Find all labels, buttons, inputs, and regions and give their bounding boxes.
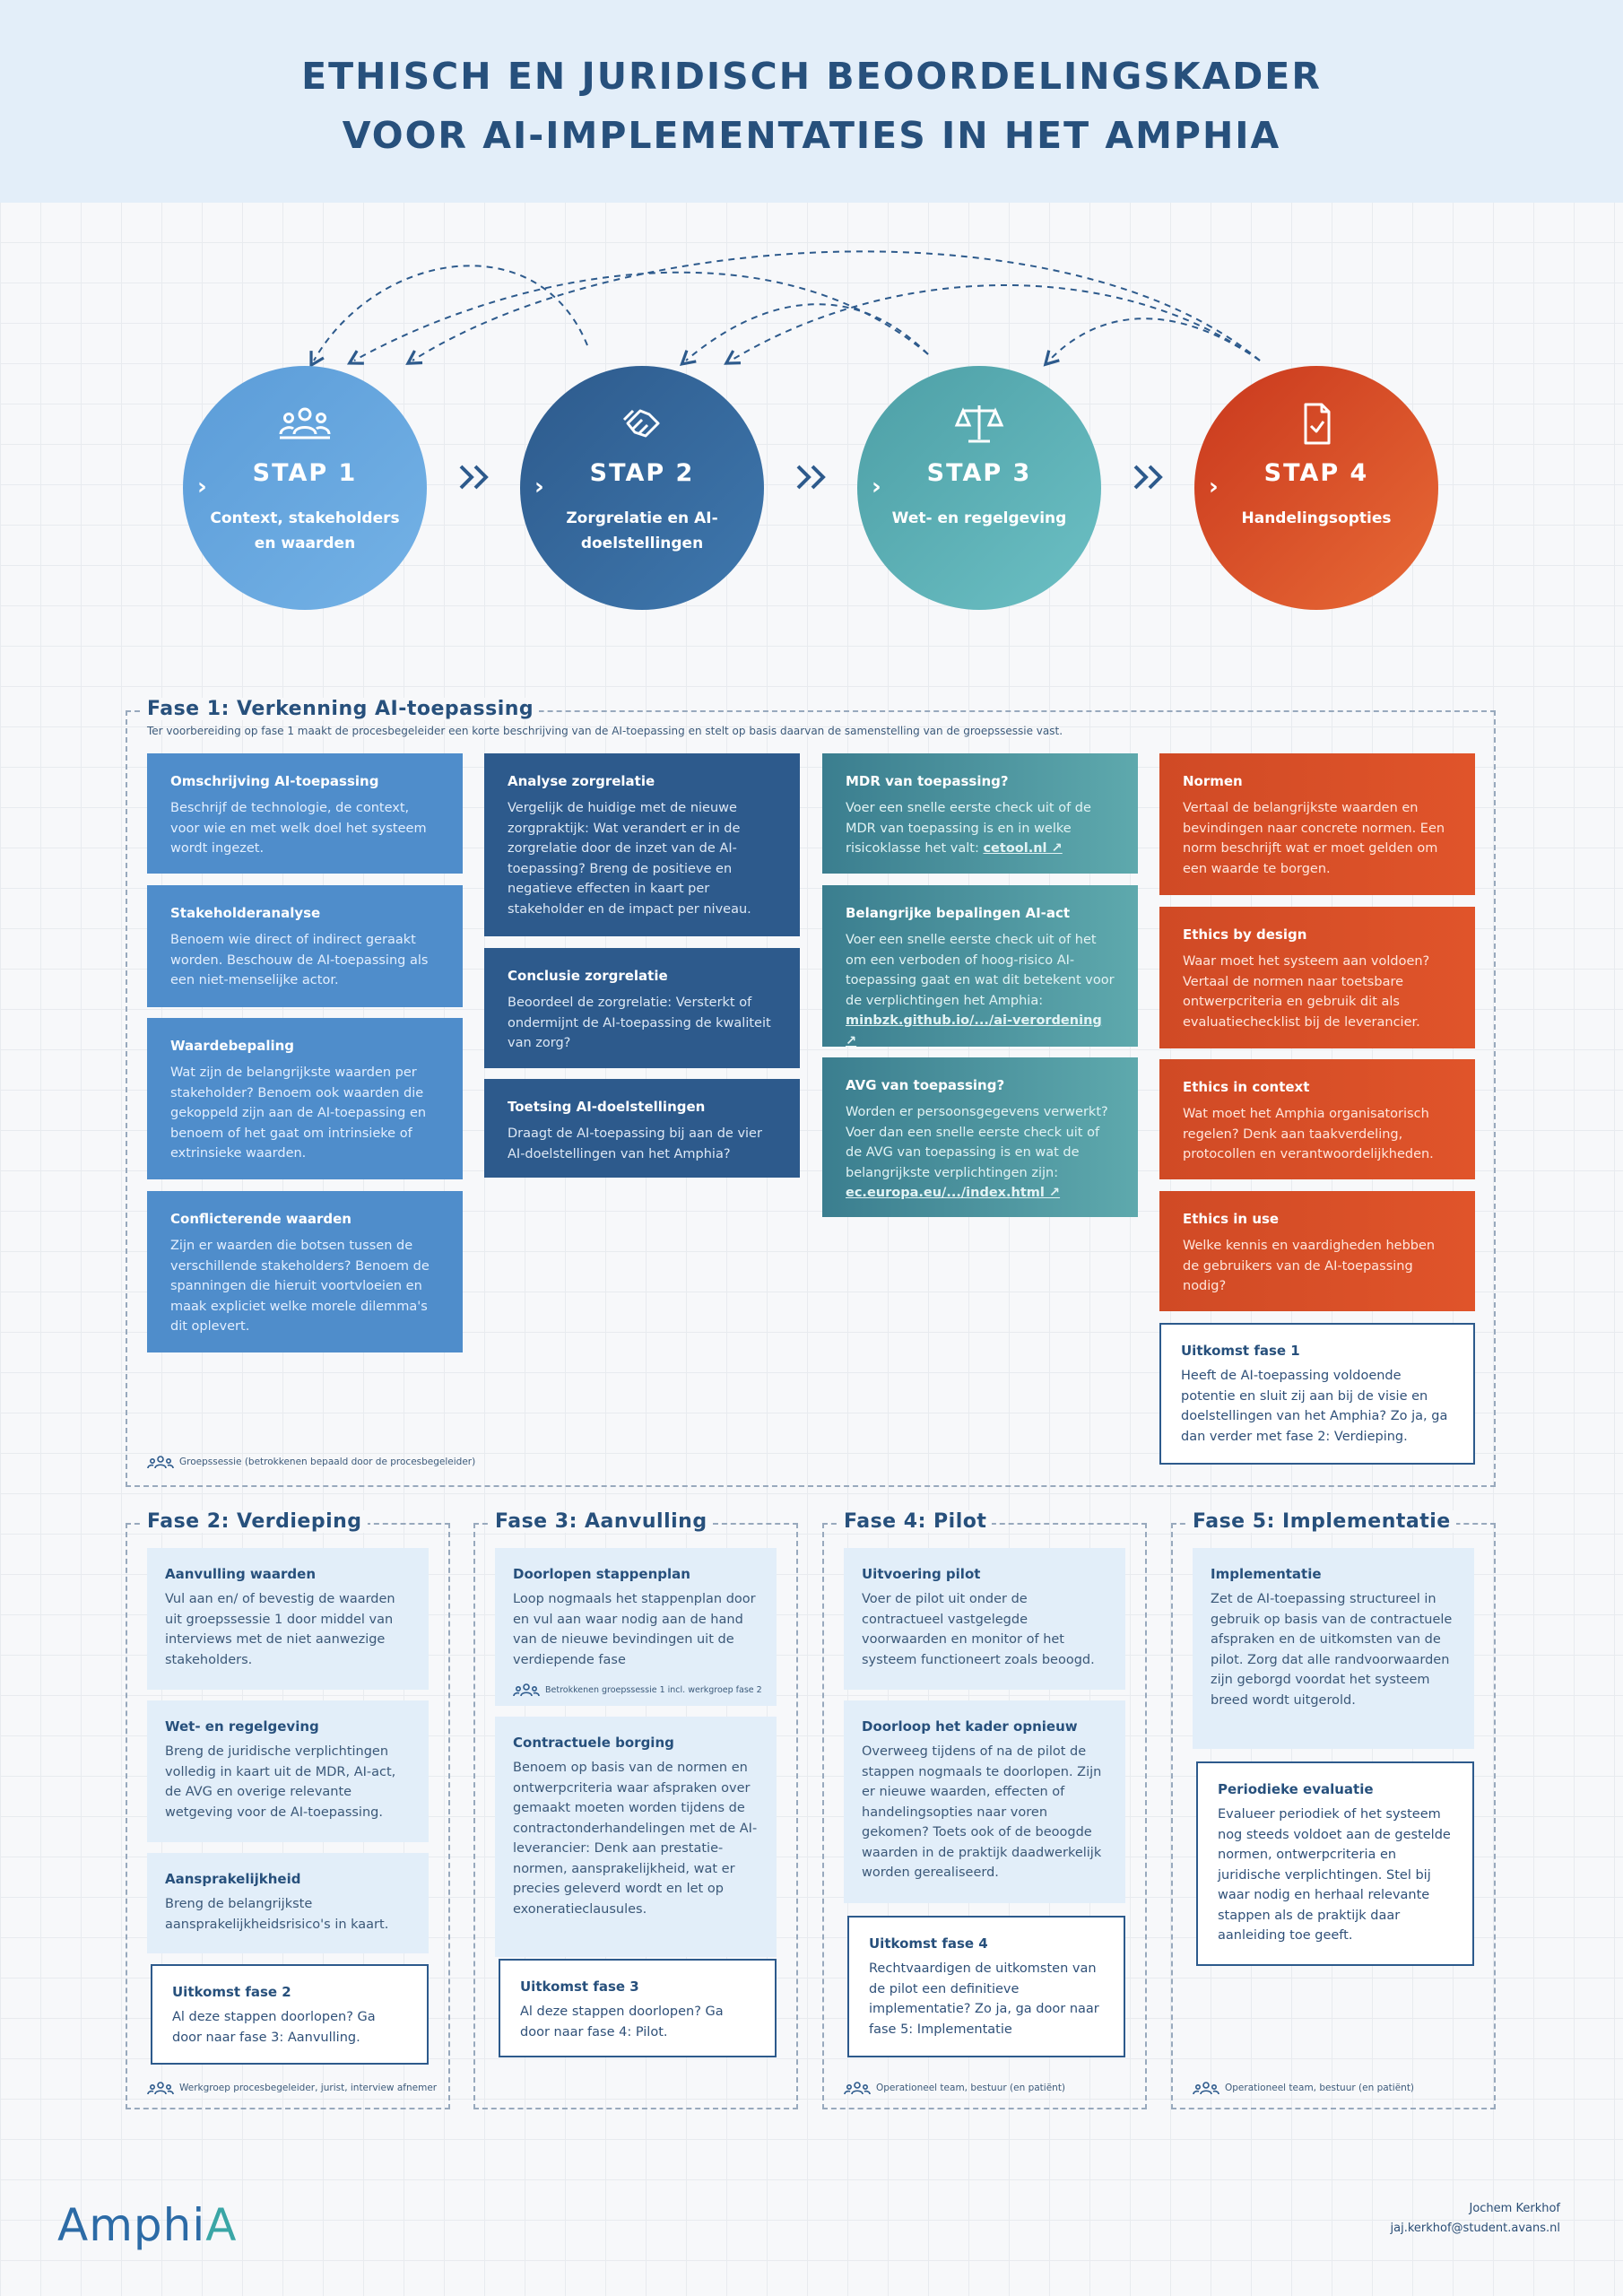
fase-4-footer: Operationeel team, bestuur (en patiënt)	[844, 2081, 1065, 2095]
step-2-circle: › STAP 2 Zorgrelatie en AI-doelstellinge…	[520, 366, 764, 610]
step-4-subtitle: Handelingsopties	[1241, 509, 1392, 527]
step-3-label: STAP 3	[926, 459, 1032, 487]
ec-europa-link[interactable]: ec.europa.eu/.../index.html ↗	[846, 1186, 1061, 1200]
handshake-icon	[622, 409, 660, 438]
arc-3-to-2	[679, 303, 929, 366]
feedback-arrows	[309, 250, 1261, 368]
header-band	[0, 0, 1623, 203]
double-chevron-icon	[1133, 465, 1163, 490]
page-title: ETHISCH EN JURIDISCH BEOORDELINGSKADER V…	[0, 47, 1623, 165]
cetool-link[interactable]: cetool.nl ↗	[983, 841, 1063, 856]
title-line-2: VOOR AI-IMPLEMENTATIES IN HET AMPHIA	[342, 114, 1281, 157]
fase-1-description: Ter voorbereiding op fase 1 maakt de pro…	[147, 725, 1063, 737]
double-chevron-icon	[459, 465, 489, 490]
arc-4-to-2	[724, 284, 1261, 365]
group-icon	[1193, 2082, 1219, 2095]
amphia-logo: AmphiA	[57, 2199, 238, 2251]
step-3-arrow: ›	[872, 474, 881, 500]
fase-1-footer: Groepssessie (betrokkenen bepaald door d…	[147, 1455, 475, 1469]
ai-verordening-link[interactable]: minbzk.github.io/.../ai-verordening ↗	[846, 1013, 1102, 1048]
fase-2-footer: Werkgroep procesbegeleider, jurist, inte…	[147, 2081, 437, 2095]
step-1-circle: › STAP 1 Context, stakeholders en waarde…	[183, 366, 427, 610]
step-4-circle: › STAP 4 Handelingsopties	[1194, 366, 1438, 610]
document-check-icon	[1304, 403, 1331, 445]
group-icon	[147, 2082, 174, 2095]
fase-5-title: Fase 5: Implementatie	[1187, 1510, 1456, 1533]
group-icon	[513, 1683, 540, 1697]
arc-2-to-1	[309, 265, 588, 368]
fase-1-frame	[126, 710, 1496, 1487]
author-name: Jochem Kerkhof	[1469, 2202, 1561, 2215]
fase-2-title: Fase 2: Verdieping	[142, 1510, 368, 1533]
step-3-circle: › STAP 3 Wet- en regelgeving	[857, 366, 1101, 610]
group-icon	[147, 1456, 174, 1469]
step-2-label: STAP 2	[589, 459, 695, 487]
arc-4-to-3	[1043, 317, 1261, 367]
step-4-arrow: ›	[1209, 474, 1219, 500]
step-1-arrow: ›	[197, 474, 207, 500]
card-mdr: MDR van toepassing? Voer een snelle eers…	[822, 753, 1138, 874]
card-avg: AVG van toepassing? Worden er persoonsge…	[822, 1057, 1138, 1217]
fase-5-footer: Operationeel team, bestuur (en patiënt)	[1193, 2081, 1414, 2095]
double-chevron-icon	[796, 465, 826, 490]
people-icon	[279, 407, 331, 439]
fase-4-title: Fase 4: Pilot	[838, 1510, 993, 1533]
step-4-label: STAP 4	[1263, 459, 1369, 487]
card-ai-act: Belangrijke bepalingen AI-act Voer een s…	[822, 885, 1138, 1048]
arc-3-to-1	[346, 271, 929, 365]
step-2-arrow: ›	[534, 474, 544, 500]
fase-3-inner-footer: Betrokkenen groepssessie 1 incl. werkgro…	[513, 1683, 762, 1697]
step-1-label: STAP 1	[252, 459, 358, 487]
group-icon	[844, 2082, 871, 2095]
step-2-subtitle: Zorgrelatie en AI-doelstellingen	[566, 509, 718, 552]
author-email[interactable]: jaj.kerkhof@student.avans.nl	[1390, 2222, 1560, 2235]
scale-icon	[954, 405, 1004, 443]
step-3-subtitle: Wet- en regelgeving	[891, 509, 1067, 527]
author-info: Jochem Kerkhof jaj.kerkhof@student.avans…	[1391, 2199, 1560, 2239]
step-1-subtitle: Context, stakeholders en waarden	[210, 509, 400, 552]
arc-4-to-1	[405, 250, 1261, 365]
title-line-1: ETHISCH EN JURIDISCH BEOORDELINGSKADER	[301, 55, 1322, 98]
fase-3-title: Fase 3: Aanvulling	[490, 1510, 713, 1533]
fase-1-title: Fase 1: Verkenning AI-toepassing	[142, 698, 540, 720]
